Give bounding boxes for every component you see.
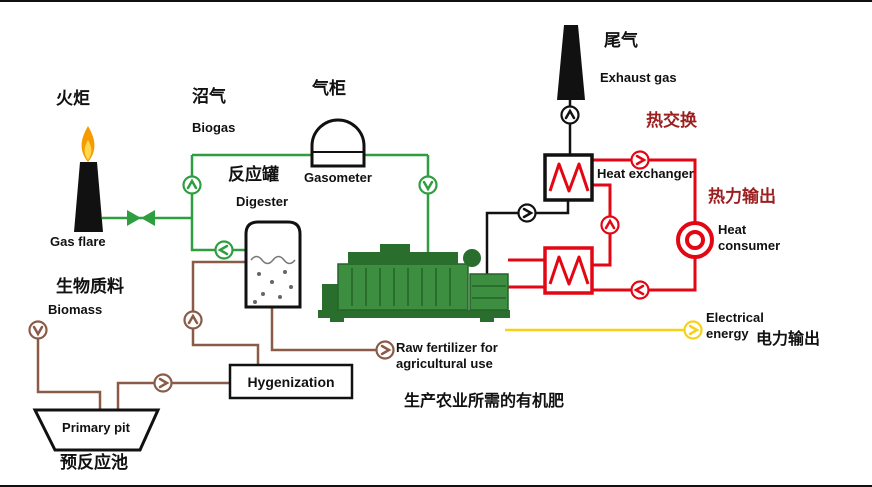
label-electrical-en: Electrical energy — [706, 310, 764, 342]
heat-exchanger-1-shape — [543, 153, 594, 202]
flow-arrow-right-icon — [375, 340, 395, 360]
label-biomass-en: Biomass — [48, 302, 103, 317]
flow-arrow-down-icon — [28, 320, 48, 340]
heat-exchanger-2-shape — [543, 246, 594, 295]
label-biogas-cn: 沼气 — [192, 87, 226, 106]
flow-arrow-right-icon — [153, 373, 173, 393]
label-gasometer-cn: 气柜 — [312, 79, 346, 98]
label-exhaust-cn: 尾气 — [604, 31, 638, 50]
label-heat-exchanger-cn: 热交换 — [646, 111, 697, 130]
flow-arrow-down-icon — [418, 175, 438, 195]
label-heat-consumer-en: Heat consumer — [718, 222, 781, 254]
primary-pit-shape — [32, 408, 161, 452]
flow-arrow-up-icon — [560, 105, 580, 125]
label-biomass-cn: 生物质料 — [56, 277, 124, 296]
gas-flare-tower — [74, 126, 103, 232]
label-flare-cn: 火炬 — [56, 89, 90, 108]
label-fertilizer-cn: 生产农业所需的有机肥 — [404, 393, 565, 410]
top-rule — [0, 0, 872, 2]
flow-arrow-right-icon — [683, 320, 703, 340]
gasometer-shape — [310, 118, 366, 168]
label-fertilizer-en: Raw fertilizer for agricultural use — [396, 340, 498, 372]
chimney — [557, 25, 585, 100]
biomass-pipes — [36, 260, 376, 409]
flow-arrow-right-icon — [517, 203, 537, 223]
hygenization-box — [228, 363, 354, 400]
label-digester-en: Digester — [236, 194, 289, 209]
label-electrical-cn: 电力输出 — [756, 331, 821, 348]
digester-tank — [244, 220, 302, 309]
heat-consumer-shape — [676, 221, 714, 259]
label-biogas-en: Biogas — [192, 120, 236, 135]
label-primary-pit: Primary pit — [62, 420, 130, 435]
label-gasometer-en: Gasometer — [304, 170, 372, 185]
label-heat-exchanger-en: Heat exchanger — [597, 166, 694, 181]
label-heat-output-cn: 热力输出 — [708, 187, 776, 206]
chp-engine — [318, 244, 510, 322]
label-exhaust-en: Exhaust gas — [600, 70, 677, 85]
flow-arrow-up-icon — [182, 175, 202, 195]
flow-arrow-up-icon — [183, 310, 203, 330]
flow-arrow-left-icon — [630, 280, 650, 300]
bottom-rule — [0, 485, 872, 487]
label-hygenization: Hygenization — [247, 374, 335, 390]
label-primary-pit-cn: 预反应池 — [60, 453, 128, 472]
flow-arrow-up-icon — [600, 215, 620, 235]
flow-arrow-left-icon — [214, 240, 234, 260]
label-digester-cn: 反应罐 — [228, 165, 279, 184]
heat-pipes — [508, 158, 697, 292]
gas-valve-icon — [127, 210, 155, 226]
flow-arrow-right-icon — [630, 150, 650, 170]
label-flare-en: Gas flare — [50, 234, 106, 249]
